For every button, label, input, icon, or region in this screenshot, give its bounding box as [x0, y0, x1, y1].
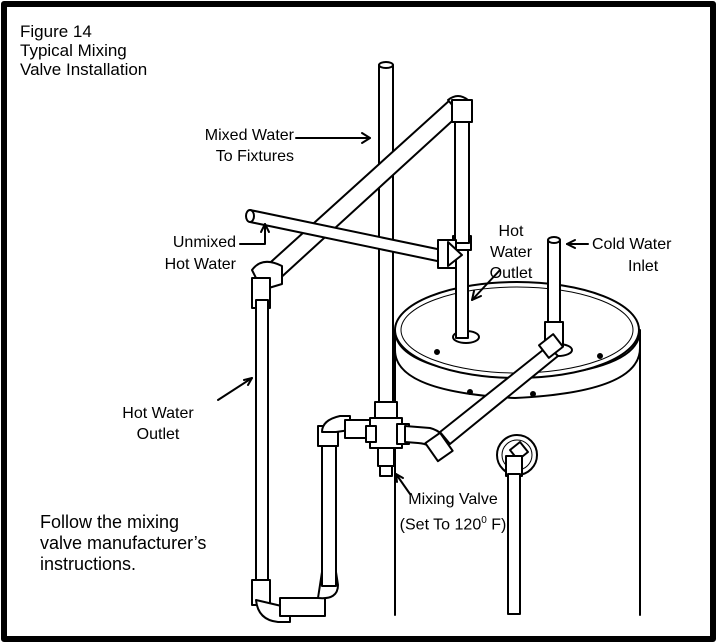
- rear-hot-pipe-run: [261, 95, 473, 283]
- figure-title-line2: Valve Installation: [20, 60, 148, 79]
- label-cold-inlet-line1: Cold Water: [592, 236, 672, 253]
- mixed-water-pipe: [378, 61, 394, 411]
- label-hot-outlet-top-line1: Hot: [498, 223, 524, 240]
- figure-number: Figure 14: [20, 22, 92, 41]
- label-hot-outlet-top-line2: Water: [489, 244, 533, 261]
- leader-lines: [217, 132, 589, 495]
- label-mixing-valve-degree: 0: [481, 515, 487, 526]
- label-mixed-water-line1: Mixed Water: [204, 127, 294, 144]
- figure-title-line1: Typical Mixing: [20, 41, 127, 60]
- label-mixing-valve-prefix: (Set To 120: [399, 516, 482, 534]
- unmixed-hot-water-pipe: [245, 209, 463, 269]
- left-hot-outlet-pipe: [251, 260, 376, 623]
- label-hot-outlet-left-line1: Hot Water: [122, 405, 194, 422]
- tank-hot-outlet-fitting: [452, 235, 480, 344]
- label-hot-outlet-left-line2: Outlet: [136, 426, 180, 443]
- mixing-valve-body: [365, 401, 454, 477]
- drain-valve: [496, 434, 538, 615]
- label-cold-inlet-line2: Inlet: [628, 258, 659, 275]
- label-mixed-water-line2: To Fixtures: [215, 148, 294, 165]
- label-mixing-valve-line2: (Set To 1200 F): [388, 511, 518, 534]
- note-line3: instructions.: [40, 554, 137, 574]
- cold-feed-diagonal-pipe: [439, 333, 565, 445]
- label-unmixed-line1: Unmixed: [172, 234, 236, 251]
- label-unmixed-line2: Hot Water: [164, 256, 236, 273]
- note-line2: valve manufacturer’s: [40, 533, 207, 553]
- label-mixing-valve-suffix: F): [486, 516, 507, 534]
- label-hot-outlet-top-line3: Outlet: [489, 265, 533, 282]
- note-line1: Follow the mixing: [40, 512, 180, 532]
- label-mixing-valve-line1: Mixing Valve: [408, 491, 498, 508]
